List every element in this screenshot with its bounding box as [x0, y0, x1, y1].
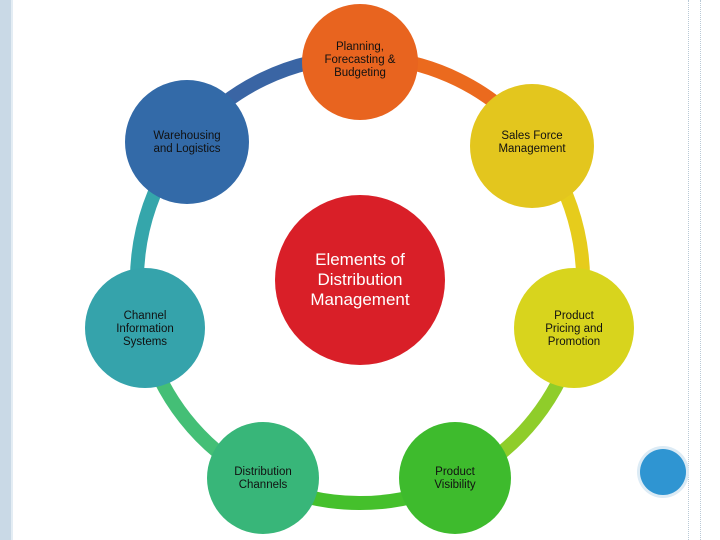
node-warehousing-circle — [125, 80, 249, 204]
node-pricing-circle — [514, 268, 634, 388]
right-dotted-rule — [688, 0, 690, 540]
center-label: Elements of Distribution Management — [310, 250, 410, 309]
right-dotted-rule — [700, 0, 702, 540]
node-cis-circle — [85, 268, 205, 388]
node-sales-circle — [470, 84, 594, 208]
left-accent-bar — [0, 0, 13, 540]
corner-accent-dot — [640, 449, 686, 495]
node-visibility-circle — [399, 422, 511, 534]
center-circle — [275, 195, 445, 365]
node-planning-circle — [302, 4, 418, 120]
node-channels-circle — [207, 422, 319, 534]
